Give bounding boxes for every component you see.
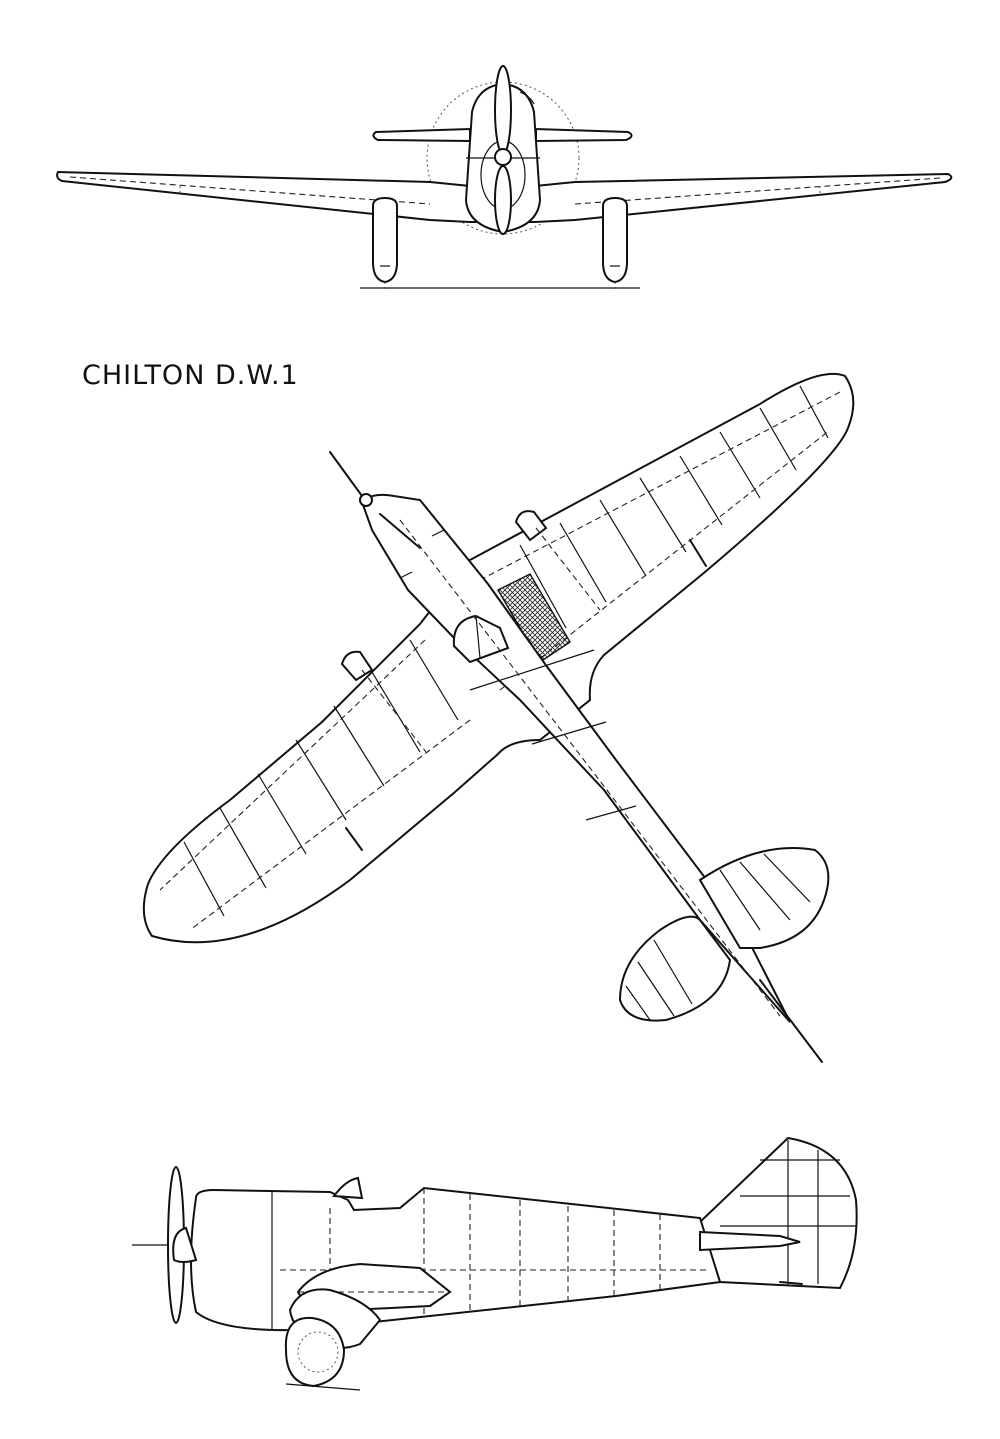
side-view — [132, 1136, 858, 1391]
front-view — [56, 65, 953, 290]
plan-view — [142, 372, 855, 1063]
drawing-title: CHILTON D.W.1 — [82, 360, 299, 391]
